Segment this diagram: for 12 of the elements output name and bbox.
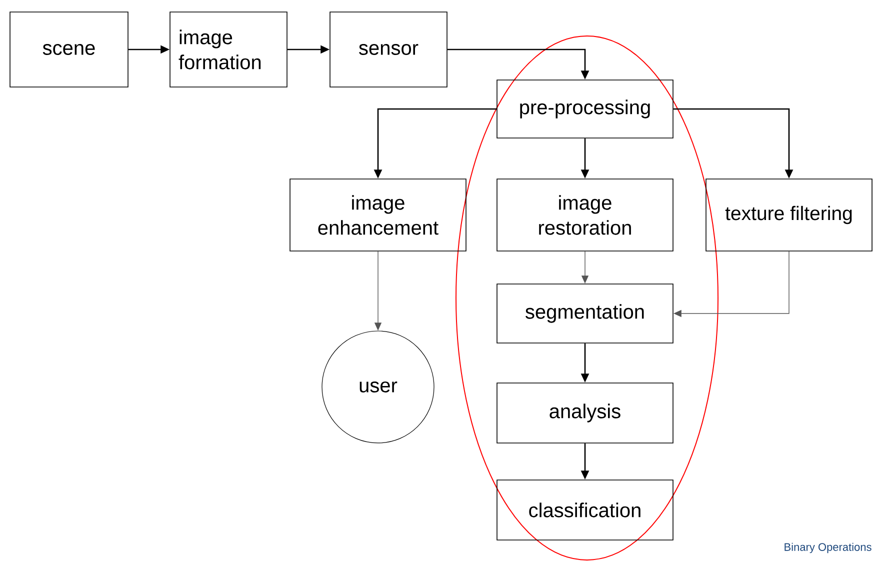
process-box: scene	[10, 12, 128, 88]
process-box: analysis	[496, 382, 674, 444]
process-box: image formation	[170, 12, 288, 88]
process-box: texture filtering	[706, 178, 872, 252]
process-box: sensor	[330, 12, 448, 88]
process-box: classification	[496, 480, 674, 540]
process-box: segmentation	[496, 284, 674, 344]
process-box: image restoration	[496, 178, 674, 252]
footer-text: Binary Operations	[784, 542, 872, 554]
process-box: pre-processing	[496, 80, 674, 138]
circle-node: user	[322, 330, 434, 444]
process-box: image enhancement	[290, 178, 466, 252]
